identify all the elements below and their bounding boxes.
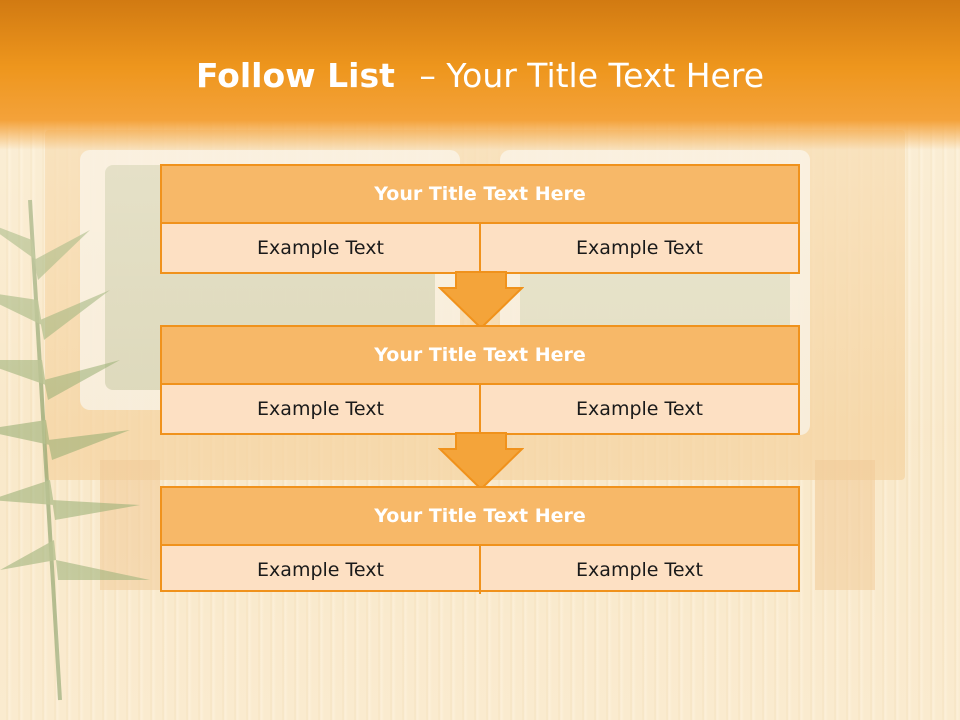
block-left-text: Example Text: [257, 559, 384, 581]
slide-title: Follow List – Your Title Text Here: [0, 56, 960, 95]
block-row: Example Text Example Text: [162, 546, 798, 594]
list-block: Your Title Text Here Example Text Exampl…: [160, 325, 800, 435]
list-block: Your Title Text Here Example Text Exampl…: [160, 486, 800, 594]
block-left-text: Example Text: [257, 237, 384, 259]
block-left-text: Example Text: [257, 398, 384, 420]
block-title: Your Title Text Here: [162, 166, 798, 224]
block-row: Example Text Example Text: [162, 224, 798, 272]
title-rest: – Your Title Text Here: [419, 56, 765, 95]
block-right-text: Example Text: [479, 224, 798, 272]
block-row: Example Text Example Text: [162, 385, 798, 433]
block-title: Your Title Text Here: [162, 488, 798, 546]
list-block: Your Title Text Here Example Text Exampl…: [160, 164, 800, 274]
title-bold: Follow List: [195, 56, 395, 95]
down-arrow-icon: [438, 432, 524, 491]
block-right-text: Example Text: [479, 546, 798, 594]
block-right-text: Example Text: [479, 385, 798, 433]
down-arrow-icon: [438, 271, 524, 330]
block-title: Your Title Text Here: [162, 327, 798, 385]
title-bar: [0, 0, 960, 150]
